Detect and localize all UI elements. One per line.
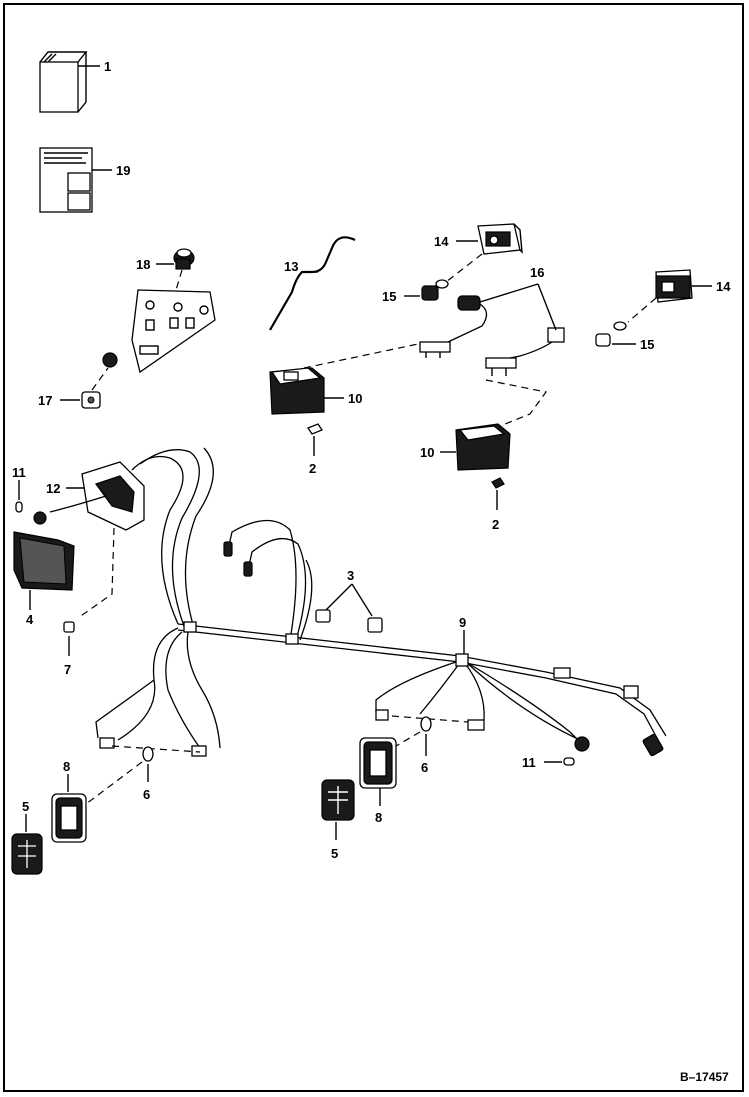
leader-17-dash <box>91 367 109 391</box>
callout-14b: 14 <box>716 279 731 294</box>
part-8-bezel-center-icon <box>359 737 397 789</box>
part-19-decal-sheet-icon <box>39 147 93 213</box>
dash-6-to-8 <box>85 761 143 805</box>
leader-16a <box>479 283 539 303</box>
part-5-switch-center-icon <box>321 779 355 821</box>
callout-8a: 8 <box>63 759 70 774</box>
callout-9: 9 <box>459 615 466 630</box>
dash-harness-left <box>111 745 201 753</box>
part-17-pad-icon <box>81 391 101 409</box>
part-7-bolt-icon <box>63 621 75 633</box>
callout-17: 17 <box>38 393 52 408</box>
callout-19: 19 <box>116 163 130 178</box>
callout-15a: 15 <box>382 289 396 304</box>
part-9-wiring-harness <box>95 447 667 757</box>
dash-12-to-7 <box>77 527 115 619</box>
callout-10b: 10 <box>420 445 434 460</box>
part-6-bulb-center-icon <box>420 716 432 732</box>
callout-1: 1 <box>104 59 111 74</box>
dash-16-to-10 <box>485 379 548 427</box>
callout-7: 7 <box>64 662 71 677</box>
callout-16: 16 <box>530 265 544 280</box>
part-1-manual-icon <box>39 51 88 113</box>
callout-5b: 5 <box>331 846 338 861</box>
callout-5a: 5 <box>22 799 29 814</box>
callout-13: 13 <box>284 259 298 274</box>
part-18-knob-icon <box>173 248 195 270</box>
callout-3: 3 <box>347 568 354 583</box>
part-16-connector-left-icon <box>419 295 488 358</box>
part-16-connector-right-icon <box>485 327 565 376</box>
part-10-housing-upper-icon <box>269 367 325 415</box>
part-6-bulb-left-icon <box>142 746 154 762</box>
callout-14a: 14 <box>434 234 449 249</box>
dash-10-to-16 <box>303 343 419 369</box>
bracket-nut-icon <box>102 352 118 368</box>
part-2-clip-lower-icon <box>491 477 505 489</box>
part-13-cable <box>269 236 356 331</box>
callout-10a: 10 <box>348 391 362 406</box>
callout-15b: 15 <box>640 337 654 352</box>
leader-3a <box>325 583 353 611</box>
leader-14b-dash <box>627 297 657 323</box>
part-11-bulb-right-icon <box>563 757 575 766</box>
part-15-socket-right-icon <box>595 321 627 347</box>
part-5-switch-left-icon <box>11 833 43 875</box>
page-border <box>3 3 744 1092</box>
part-3-cap-left-icon <box>315 609 331 623</box>
callout-2b: 2 <box>492 517 499 532</box>
callout-6a: 6 <box>143 787 150 802</box>
callout-12: 12 <box>46 481 60 496</box>
part-2-clip-upper-icon <box>307 423 323 435</box>
part-14-lamp-left-icon <box>477 223 523 255</box>
callout-2a: 2 <box>309 461 316 476</box>
part-3-cap-right-icon <box>367 617 383 633</box>
part-4-lens-icon <box>13 531 75 591</box>
switch-bracket-plate <box>131 289 216 374</box>
callout-11b: 11 <box>522 755 536 770</box>
part-14-lamp-right-icon <box>655 269 693 303</box>
part-15-socket-left-icon <box>421 279 449 301</box>
callout-8b: 8 <box>375 810 382 825</box>
figure-number: B–17457 <box>680 1070 729 1084</box>
callout-6b: 6 <box>421 760 428 775</box>
part-12-light-bracket-icon <box>33 461 145 531</box>
part-10-housing-lower-icon <box>455 423 511 471</box>
leader-18-dash <box>175 269 183 291</box>
part-11-bulb-left-icon <box>15 501 23 513</box>
leader-16b <box>537 283 557 331</box>
leader-14a-dash <box>445 253 483 283</box>
dash-6-to-8-center <box>395 731 421 747</box>
callout-11a: 11 <box>12 465 26 480</box>
callout-18: 18 <box>136 257 150 272</box>
callout-4: 4 <box>26 612 34 627</box>
part-8-bezel-left-icon <box>51 793 87 843</box>
leader-3b <box>351 583 373 617</box>
